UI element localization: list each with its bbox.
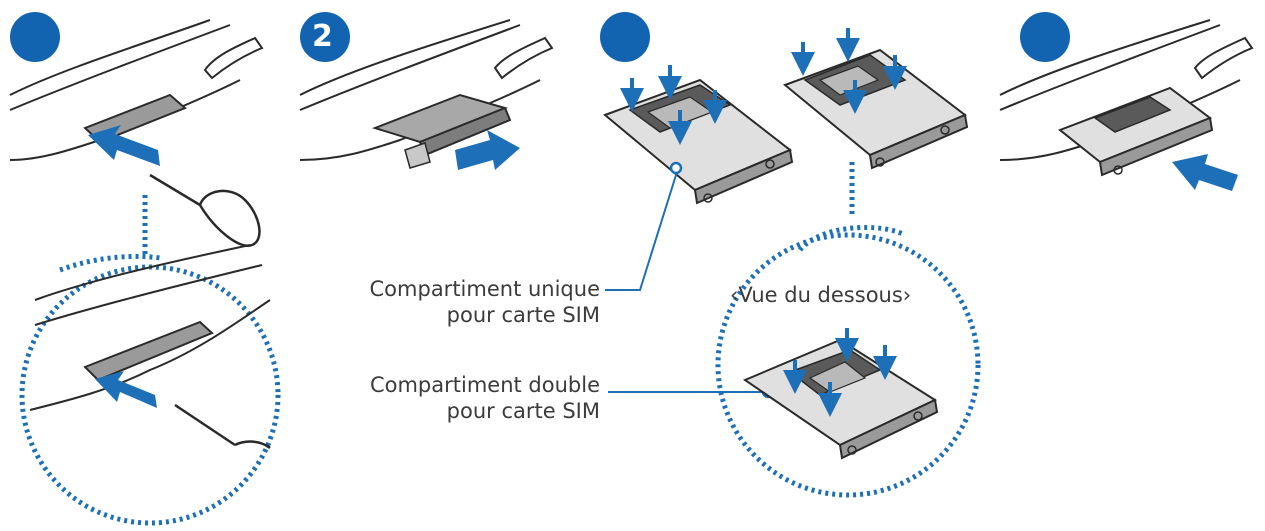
step-1-badge — [10, 12, 60, 62]
dual-sim-insert-arrows — [791, 28, 907, 114]
bottom-view-tray — [742, 338, 939, 460]
dual-sim-tray-label-line2: pour carte SIM — [446, 399, 600, 423]
panel-4-tray — [1058, 86, 1214, 177]
single-sim-tray-label: Compartiment unique pour carte SIM — [370, 276, 600, 328]
push-arrow-icon — [88, 125, 160, 166]
dual-sim-tray-label: Compartiment double pour carte SIM — [370, 372, 600, 424]
single-sim-tray — [603, 78, 794, 205]
eject-pin-icon — [149, 173, 261, 248]
dual-sim-tray — [783, 48, 969, 170]
step-3-badge — [600, 12, 650, 62]
panel-2-tray — [371, 93, 512, 169]
leader-lines — [605, 165, 765, 393]
bottom-view-label: ‹Vue du dessous› — [730, 283, 912, 307]
bottom-view-insert-arrows — [783, 328, 897, 417]
magnify-callout-2 — [715, 162, 981, 498]
insert-arrow-icon — [1172, 154, 1238, 191]
step-2-number: 2 — [312, 19, 333, 54]
pull-arrow-icon — [455, 130, 520, 170]
callout-1-content — [29, 244, 271, 450]
single-sim-insert-arrows — [620, 65, 727, 145]
step-4-badge — [1020, 12, 1070, 62]
dual-sim-tray-label-line1: Compartiment double — [369, 373, 600, 397]
single-sim-tray-label-line2: pour carte SIM — [446, 303, 600, 327]
single-sim-tray-label-line1: Compartiment unique — [369, 277, 600, 301]
leader-dot-single — [669, 161, 683, 175]
panel-2-phone — [299, 19, 554, 161]
step-2-badge: 2 — [300, 12, 350, 62]
